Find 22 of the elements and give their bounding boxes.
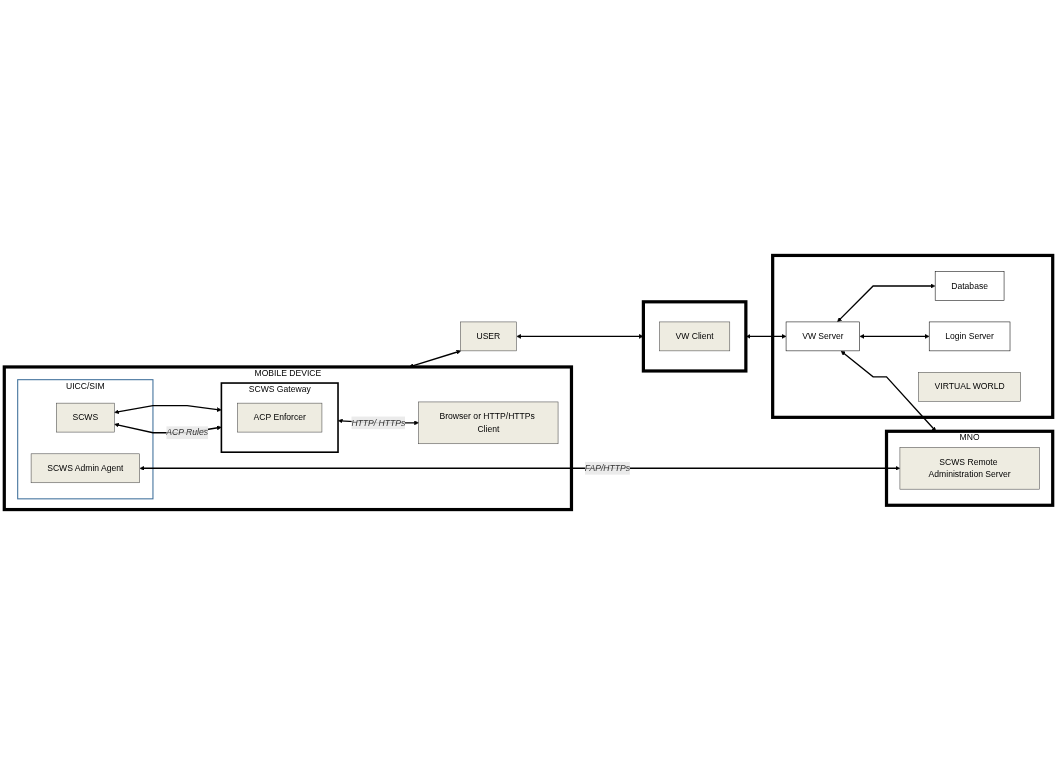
node-box: ACP Enforcer bbox=[237, 402, 323, 433]
node-box: SCWS Remote Administration Server bbox=[899, 447, 1040, 490]
node-box: VW Server bbox=[785, 321, 860, 352]
node-box: Login Server bbox=[928, 321, 1011, 352]
node-box: VIRTUAL WORLD bbox=[918, 372, 1021, 402]
node-box: VW Client bbox=[659, 321, 731, 352]
edge-label: ACP Rules bbox=[166, 427, 208, 438]
arrow bbox=[840, 350, 937, 432]
cluster bbox=[641, 300, 748, 373]
cluster bbox=[771, 253, 1055, 419]
node-box: Browser or HTTP/HTTPs Client bbox=[418, 401, 559, 444]
edge-label: HTTP/ HTTPs bbox=[351, 418, 406, 428]
node-box: USER bbox=[460, 321, 517, 352]
edge-label: FAP/HTTPs bbox=[584, 463, 630, 473]
arrow bbox=[114, 405, 222, 415]
arrow bbox=[139, 465, 901, 471]
arrow bbox=[408, 349, 462, 368]
node-box: SCWS Admin Agent bbox=[30, 453, 140, 484]
node-box: Database bbox=[934, 271, 1005, 301]
arrow bbox=[837, 283, 936, 322]
arrow bbox=[859, 334, 930, 339]
node-box: SCWS bbox=[56, 402, 115, 433]
